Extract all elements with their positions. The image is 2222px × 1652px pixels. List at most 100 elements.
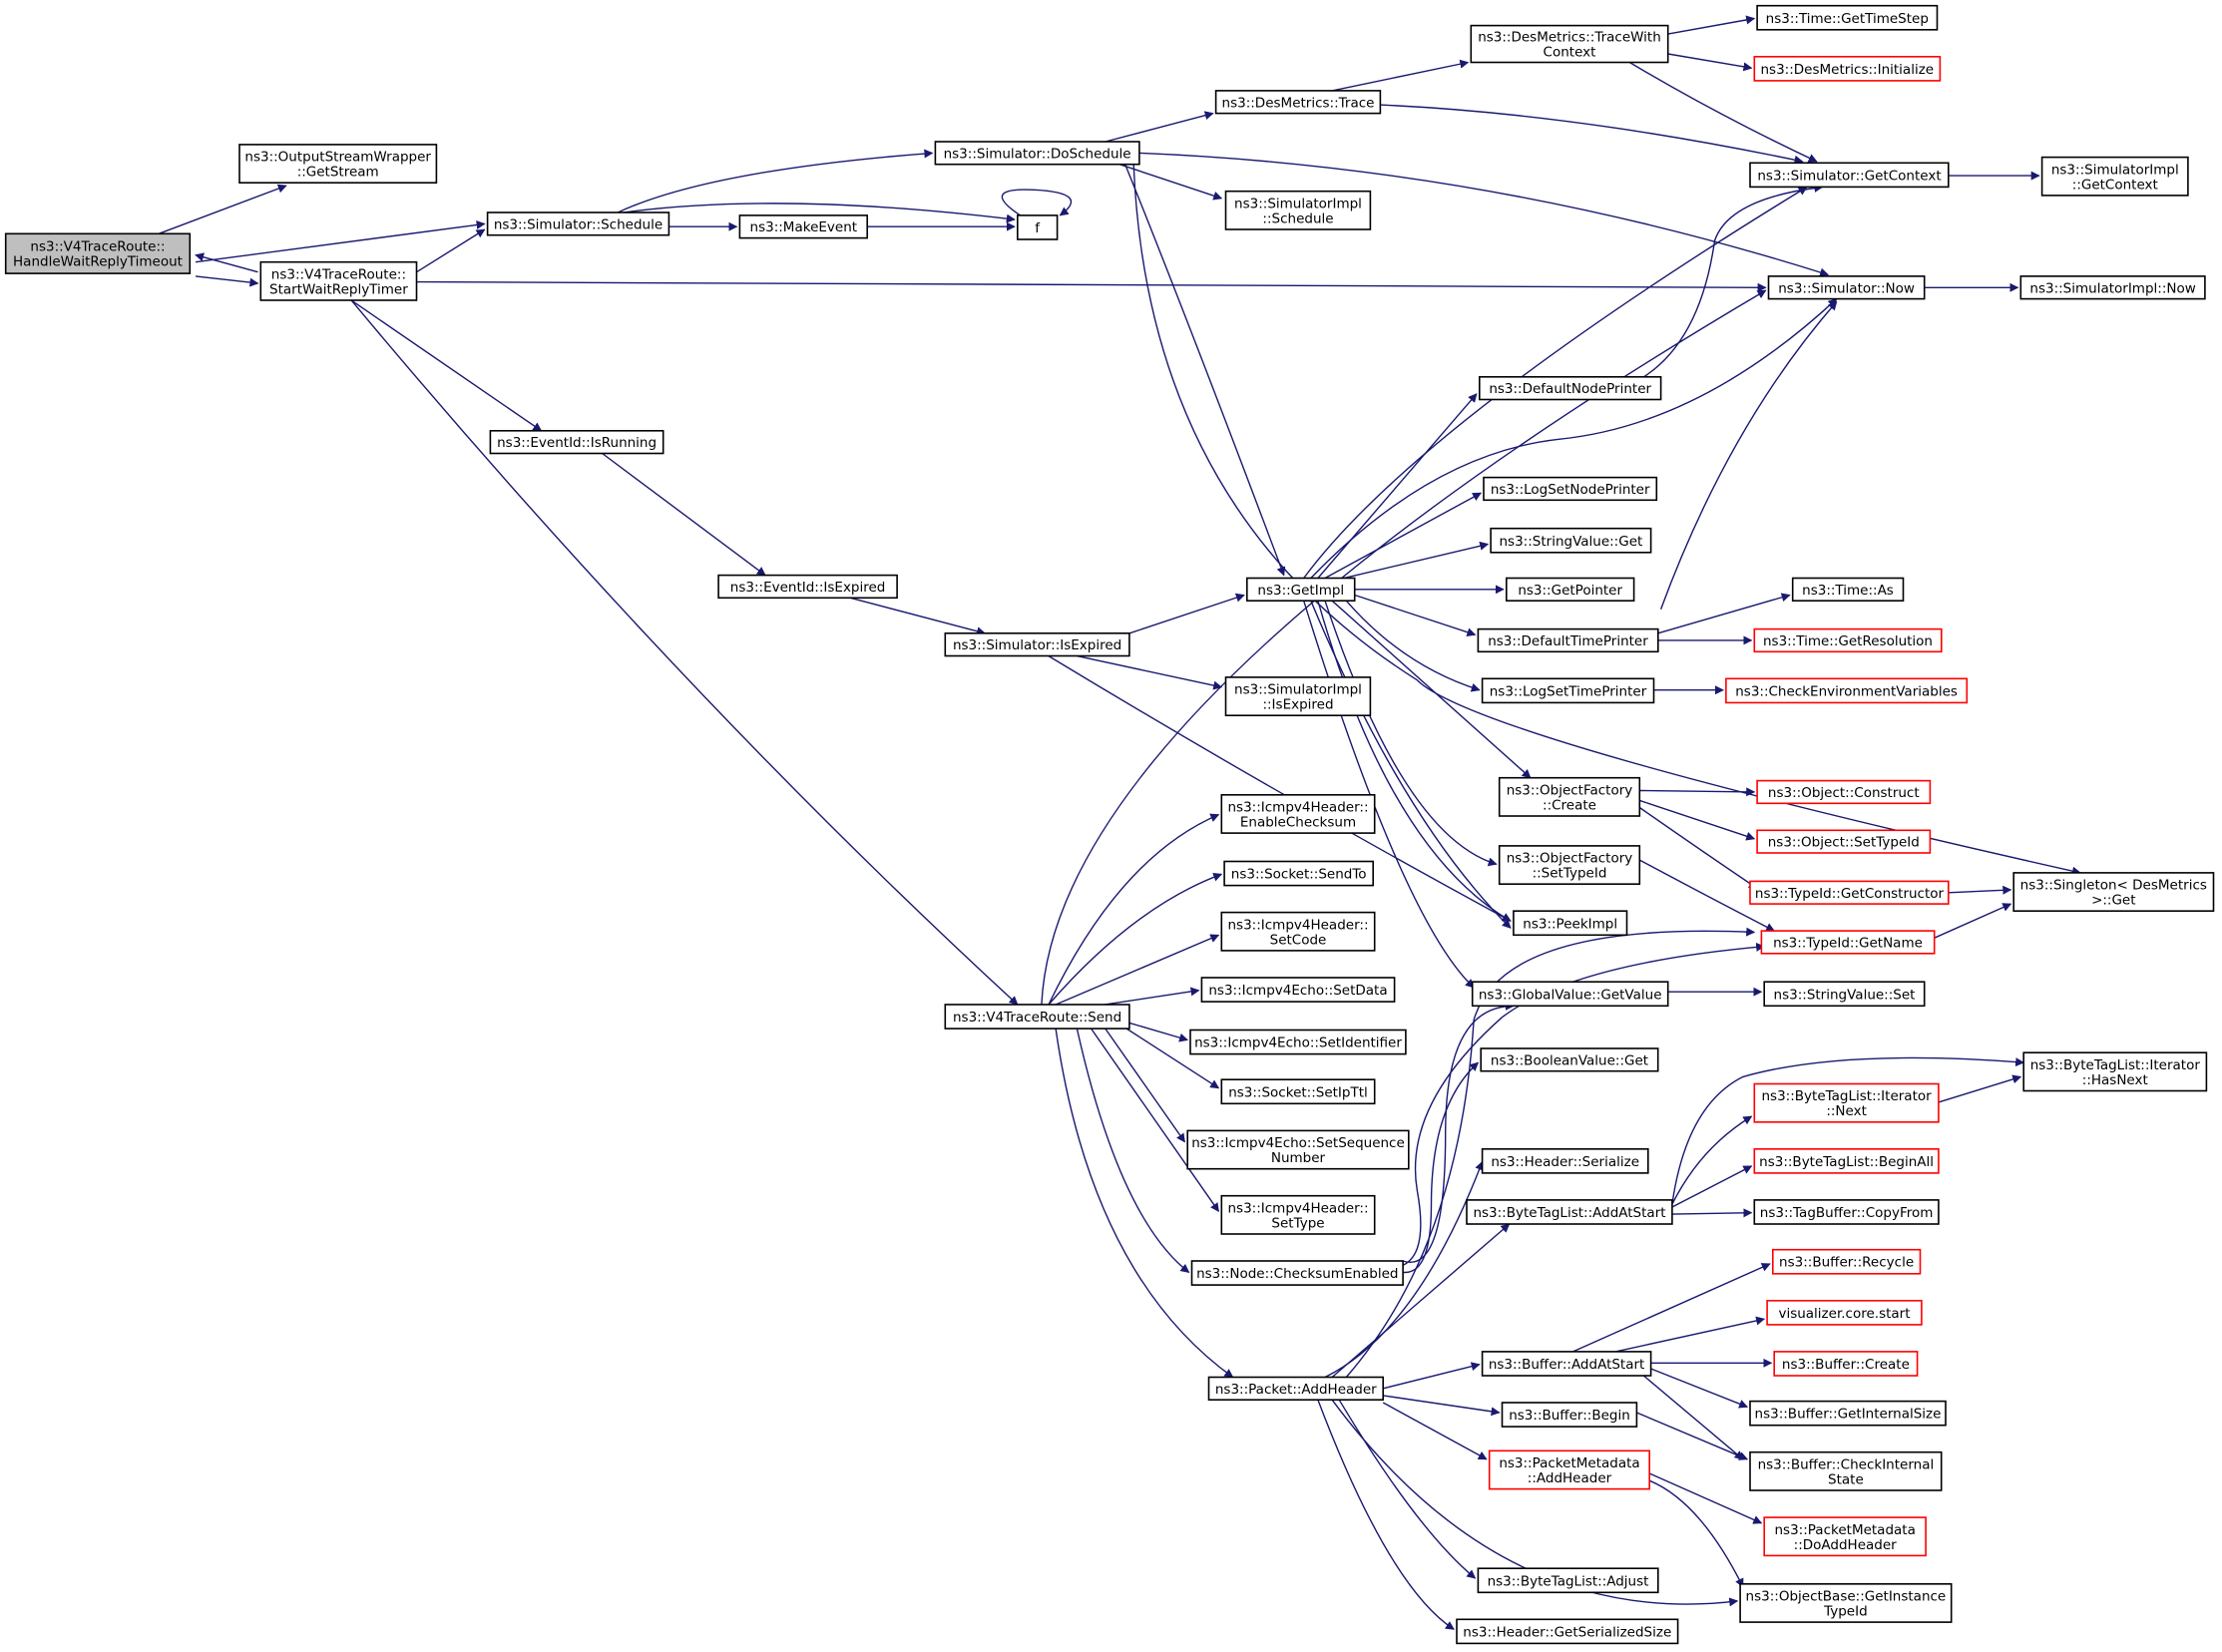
graph-node-logSetNode[interactable]: ns3::LogSetNodePrinter (1483, 476, 1658, 502)
graph-node-vizStart[interactable]: visualizer.core.start (1766, 1300, 1923, 1326)
graph-node-getPointer[interactable]: ns3::GetPointer (1506, 577, 1635, 603)
graph-node-btlAddAtStart[interactable]: ns3::ByteTagList::AddAtStart (1466, 1199, 1673, 1225)
node-label: ns3::PeekImpl (1523, 916, 1617, 932)
graph-node-btlBeginAll[interactable]: ns3::ByteTagList::BeginAll (1753, 1148, 1940, 1174)
graph-node-objConstruct[interactable]: ns3::Object::Construct (1756, 779, 1932, 805)
graph-node-bufBegin[interactable]: ns3::Buffer::Begin (1501, 1402, 1638, 1428)
graph-node-ofCreate[interactable]: ns3::ObjectFactory::Create (1498, 776, 1641, 817)
graph-node-gvGetValue[interactable]: ns3::GlobalValue::GetValue (1471, 981, 1669, 1008)
node-label: ns3::Icmpv4Echo::SetIdentifier (1194, 1035, 1402, 1051)
graph-node-implSchedule[interactable]: ns3::SimulatorImpl::Schedule (1224, 190, 1372, 230)
node-label: ::Create (1543, 797, 1596, 813)
graph-node-f[interactable]: f (1016, 214, 1059, 240)
call-edge (1324, 492, 1482, 580)
graph-node-echoSetId[interactable]: ns3::Icmpv4Echo::SetIdentifier (1189, 1029, 1407, 1055)
graph-node-checkEnv[interactable]: ns3::CheckEnvironmentVariables (1725, 677, 1969, 704)
call-edge (1671, 1208, 1753, 1218)
node-label: ns3::V4TraceRoute:: (271, 266, 406, 282)
graph-node-icmpEnable[interactable]: ns3::Icmpv4Header::EnableChecksum (1220, 793, 1376, 834)
graph-node-defTimePrinter[interactable]: ns3::DefaultTimePrinter (1477, 627, 1659, 653)
graph-node-simIsExpired[interactable]: ns3::Simulator::IsExpired (944, 631, 1130, 657)
node-box (1501, 1402, 1638, 1428)
node-label: ns3::DefaultNodePrinter (1489, 381, 1651, 397)
call-edge (1403, 1061, 1480, 1274)
graph-node-typeGetName[interactable]: ns3::TypeId::GetName (1760, 930, 1936, 955)
graph-node-isExpired[interactable]: ns3::EventId::IsExpired (717, 574, 898, 600)
node-label: ns3::ObjectFactory (1507, 851, 1633, 867)
graph-node-root[interactable]: ns3::V4TraceRoute::HandleWaitReplyTimeou… (4, 232, 192, 274)
graph-node-defNodePrinter[interactable]: ns3::DefaultNodePrinter (1479, 375, 1662, 401)
graph-node-hdrSerialize[interactable]: ns3::Header::Serialize (1481, 1148, 1649, 1174)
graph-node-v4Send[interactable]: ns3::V4TraceRoute::Send (944, 1004, 1130, 1030)
graph-node-getTimeStep[interactable]: ns3::Time::GetTimeStep (1756, 4, 1939, 31)
graph-node-getImpl[interactable]: ns3::GetImpl (1246, 577, 1356, 603)
node-box (1749, 880, 1950, 905)
graph-node-bufRecycle[interactable]: ns3::Buffer::Recycle (1772, 1248, 1922, 1275)
graph-node-icmpSetType[interactable]: ns3::Icmpv4Header::SetType (1220, 1194, 1376, 1235)
node-box (1477, 1567, 1659, 1594)
node-label: ns3::ByteTagList::Iterator (1762, 1088, 1933, 1104)
node-box (238, 144, 438, 184)
graph-node-startWait[interactable]: ns3::V4TraceRoute::StartWaitReplyTimer (259, 260, 418, 301)
graph-node-desTrace[interactable]: ns3::DesMetrics::Trace (1214, 90, 1382, 115)
graph-node-icmpSetCode[interactable]: ns3::Icmpv4Header::SetCode (1220, 911, 1376, 952)
graph-node-implIsExpired[interactable]: ns3::SimulatorImpl::IsExpired (1224, 676, 1372, 717)
node-label: ns3::V4TraceRoute::Send (953, 1010, 1121, 1026)
graph-node-pmAddHeader[interactable]: ns3::PacketMetadata::AddHeader (1488, 1449, 1650, 1490)
graph-node-btlIterHasNext[interactable]: ns3::ByteTagList::Iterator::HasNext (2022, 1051, 2208, 1092)
graph-node-simNow[interactable]: ns3::Simulator::Now (1767, 275, 1926, 300)
graph-node-hdrGetSize[interactable]: ns3::Header::GetSerializedSize (1456, 1618, 1679, 1645)
graph-node-objSetTypeId[interactable]: ns3::Object::SetTypeId (1756, 829, 1932, 854)
graph-node-getResolution[interactable]: ns3::Time::GetResolution (1753, 627, 1943, 653)
graph-node-btlAdjust[interactable]: ns3::ByteTagList::Adjust (1477, 1567, 1659, 1594)
graph-node-bufGetInternal[interactable]: ns3::Buffer::GetInternalSize (1749, 1400, 1947, 1427)
graph-node-implNow[interactable]: ns3::SimulatorImpl::Now (2019, 275, 2206, 300)
graph-node-oswGetStream[interactable]: ns3::OutputStreamWrapper::GetStream (238, 144, 438, 184)
graph-node-desInit[interactable]: ns3::DesMetrics::Initialize (1753, 55, 1942, 82)
graph-node-strGet[interactable]: ns3::StringValue::Get (1490, 527, 1652, 554)
graph-node-ofSetTypeId[interactable]: ns3::ObjectFactory::SetTypeId (1498, 845, 1641, 886)
node-box (486, 211, 670, 236)
node-label: ::AddHeader (1528, 1470, 1612, 1486)
graph-node-btlIterNext[interactable]: ns3::ByteTagList::Iterator::Next (1753, 1082, 1940, 1123)
graph-node-sockSetTtl[interactable]: ns3::Socket::SetIpTtl (1220, 1078, 1376, 1105)
call-edge (1303, 186, 1808, 579)
graph-node-timeAs[interactable]: ns3::Time::As (1791, 577, 1905, 603)
graph-node-doSchedule[interactable]: ns3::Simulator::DoSchedule (934, 141, 1140, 166)
graph-node-sockSendTo[interactable]: ns3::Socket::SendTo (1223, 860, 1374, 887)
graph-node-nodeChecksum[interactable]: ns3::Node::ChecksumEnabled (1190, 1260, 1404, 1286)
node-label: ns3::Icmpv4Header:: (1228, 1200, 1369, 1216)
node-label: SetCode (1270, 932, 1327, 948)
graph-node-bufCreate[interactable]: ns3::Buffer::Create (1773, 1351, 1919, 1377)
graph-node-peekImpl[interactable]: ns3::PeekImpl (1513, 910, 1628, 937)
graph-node-echoSetData[interactable]: ns3::Icmpv4Echo::SetData (1200, 977, 1396, 1003)
graph-node-boolGet[interactable]: ns3::BooleanValue::Get (1480, 1047, 1659, 1072)
call-edge (1324, 600, 1498, 867)
node-label: ns3::ByteTagList::Adjust (1488, 1573, 1649, 1589)
node-box (1016, 214, 1059, 240)
node-box (1772, 1248, 1922, 1275)
graph-node-tagCopyFrom[interactable]: ns3::TagBuffer::CopyFrom (1753, 1199, 1940, 1225)
graph-node-getConstructor[interactable]: ns3::TypeId::GetConstructor (1749, 880, 1950, 905)
graph-node-getContext[interactable]: ns3::Simulator::GetContext (1749, 162, 1950, 189)
graph-node-pmDoAddHeader[interactable]: ns3::PacketMetadata::DoAddHeader (1763, 1516, 1927, 1557)
node-box (1220, 911, 1376, 952)
graph-node-makeEvent[interactable]: ns3::MakeEvent (738, 214, 869, 239)
graph-node-strSet[interactable]: ns3::StringValue::Set (1763, 981, 1926, 1008)
graph-node-bufAddAtStart[interactable]: ns3::Buffer::AddAtStart (1481, 1351, 1652, 1377)
graph-node-implGetContext[interactable]: ns3::SimulatorImpl::GetContext (2040, 156, 2189, 197)
graph-node-logSetTime[interactable]: ns3::LogSetTimePrinter (1481, 677, 1655, 704)
node-box (489, 429, 665, 455)
node-box (1506, 577, 1635, 603)
graph-node-isRunning[interactable]: ns3::EventId::IsRunning (489, 429, 665, 455)
node-label: ns3::Socket::SendTo (1231, 867, 1367, 883)
node-box (1498, 776, 1641, 817)
graph-node-simSchedule[interactable]: ns3::Simulator::Schedule (486, 211, 670, 236)
graph-node-pktAddHeader[interactable]: ns3::Packet::AddHeader (1207, 1376, 1384, 1402)
graph-node-singletonGet[interactable]: ns3::Singleton< DesMetrics>::Get (2012, 872, 2215, 913)
node-label: ns3::Buffer::Create (1782, 1357, 1910, 1373)
